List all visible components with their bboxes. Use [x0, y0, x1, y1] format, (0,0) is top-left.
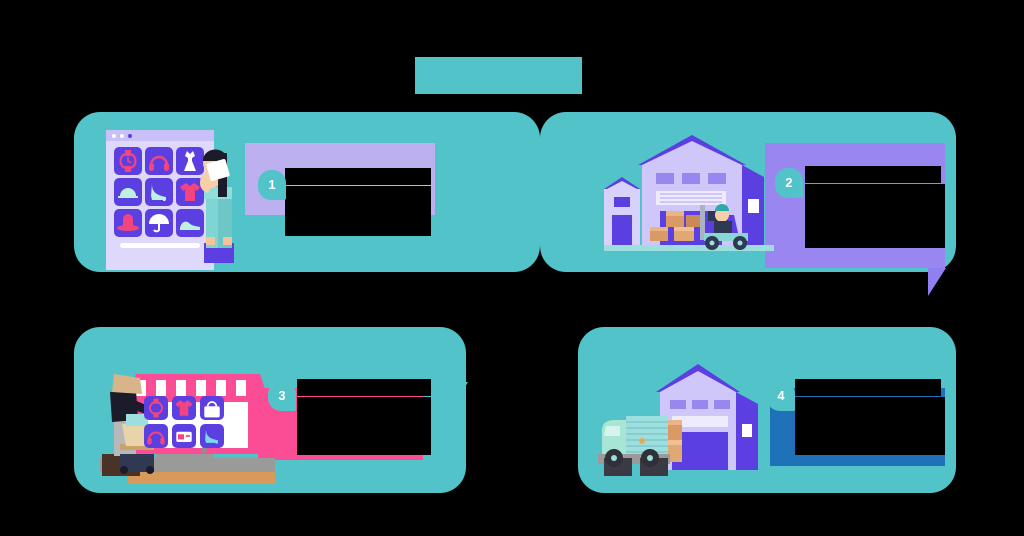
- umbrella-icon: [145, 209, 173, 237]
- headphones-icon: [145, 147, 173, 175]
- browser-footer-bar: [120, 243, 200, 248]
- step-2-body: [805, 184, 945, 248]
- illustration-online-store: [100, 358, 275, 486]
- shopper-person-icon: [200, 149, 234, 263]
- hat-icon: [114, 209, 142, 237]
- browser-window-icon: [106, 130, 214, 270]
- connector-tail-step-2: [928, 268, 946, 296]
- wallet-icon: [172, 424, 196, 448]
- step-1-heading: [285, 168, 431, 185]
- step-badge-1: 1: [258, 170, 286, 200]
- window-dot-3-icon: [128, 133, 132, 138]
- headphones-icon: [144, 424, 168, 448]
- tshirt-icon: [172, 396, 196, 420]
- step-badge-2: 2: [775, 168, 803, 198]
- high-heel-icon: [200, 424, 224, 448]
- step-2-heading: [805, 166, 941, 183]
- illustration-warehouse-forklift: [604, 127, 774, 272]
- step-3-heading: [297, 379, 431, 396]
- browser-titlebar: [106, 130, 214, 141]
- window-dot-2-icon: [120, 133, 124, 138]
- high-heel-icon: [145, 178, 173, 206]
- sneaker-icon: [176, 209, 204, 237]
- watch-icon: [144, 396, 168, 420]
- tshirt-icon: [176, 178, 204, 206]
- step-4-body: [795, 397, 945, 455]
- step-badge-3: 3: [268, 381, 296, 411]
- illustration-online-shopping: [100, 127, 250, 272]
- step-4-heading: [795, 379, 941, 396]
- connector-tail-step-3: [448, 382, 468, 416]
- step-badge-4: 4: [767, 381, 795, 411]
- product-grid: [114, 147, 206, 237]
- page-title: [415, 57, 582, 94]
- handbag-icon: [200, 396, 224, 420]
- dress-icon: [176, 147, 204, 175]
- step-1-body: [285, 186, 431, 236]
- illustration-delivery-truck: [598, 358, 773, 486]
- step-3-body: [297, 397, 431, 455]
- store-product-grid: [144, 396, 224, 448]
- cap-icon: [114, 178, 142, 206]
- watch-icon: [114, 147, 142, 175]
- window-dot-1-icon: [112, 133, 116, 138]
